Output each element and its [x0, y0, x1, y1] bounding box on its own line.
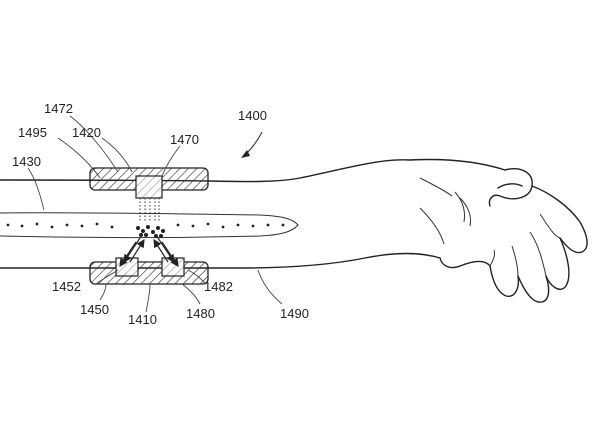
- label-1430: 1430: [12, 154, 41, 169]
- arm-outline: [0, 158, 588, 303]
- label-1480: 1480: [186, 306, 215, 321]
- label-1470: 1470: [170, 132, 199, 147]
- return-signals: [119, 237, 179, 267]
- label-1420: 1420: [72, 125, 101, 140]
- label-1472: 1472: [44, 101, 73, 116]
- emitted-beam: [139, 198, 160, 222]
- label-1482: 1482: [204, 279, 233, 294]
- label-1450: 1450: [80, 302, 109, 317]
- label-1410: 1410: [128, 312, 157, 327]
- blood-vessel: [0, 212, 299, 238]
- upper-housing: [89, 167, 209, 199]
- label-1452: 1452: [52, 279, 81, 294]
- reference-labels: 1400 1472 1495 1420 1470 1430 1452 1450 …: [12, 101, 309, 327]
- label-1495: 1495: [18, 125, 47, 140]
- target-cluster: [136, 225, 165, 238]
- label-1400: 1400: [238, 108, 267, 123]
- leader-lines: [27, 115, 283, 313]
- label-1490: 1490: [280, 306, 309, 321]
